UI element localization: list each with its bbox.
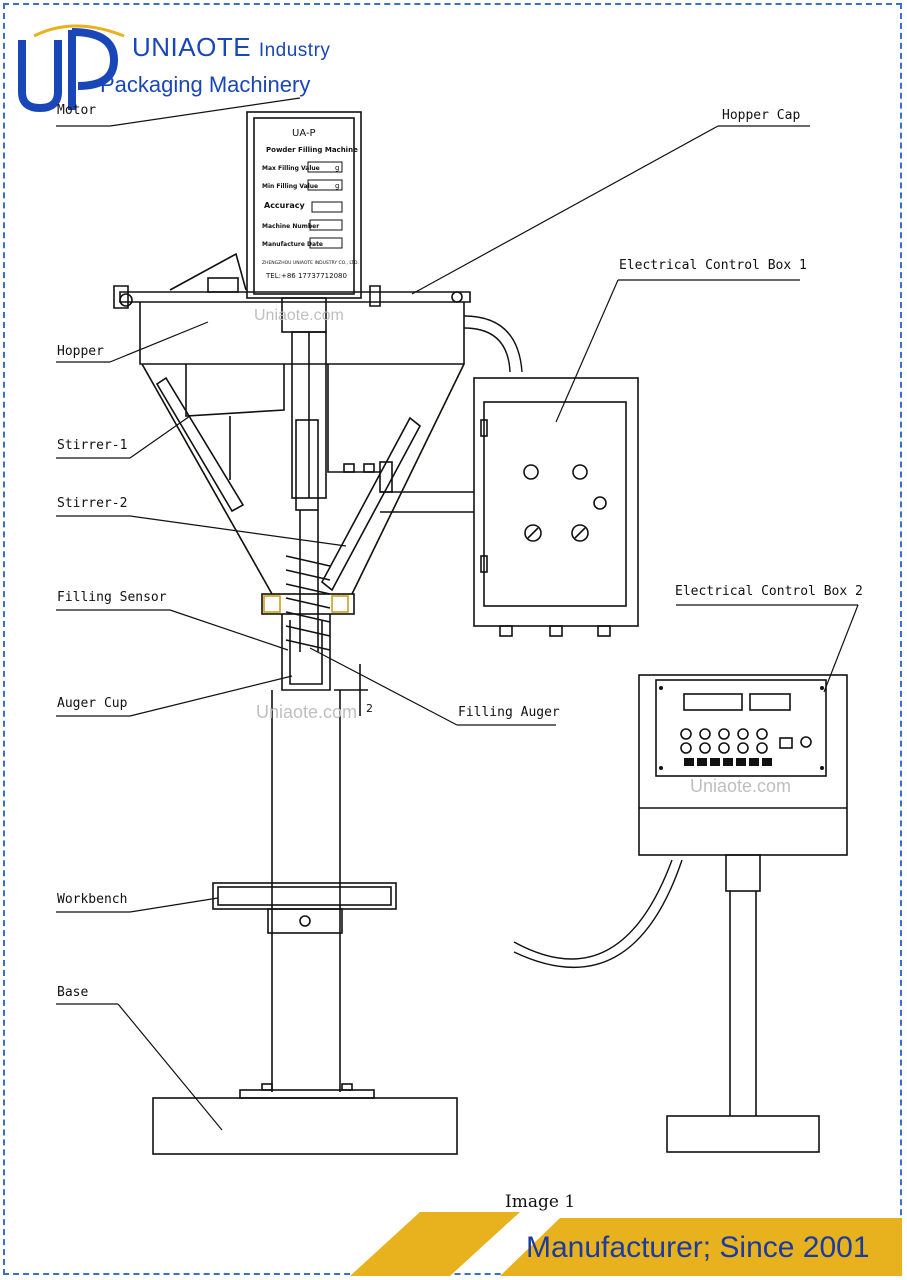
label-motor: Motor — [57, 103, 97, 118]
stirrer-2 — [320, 416, 422, 592]
brand-name: UNIAOTE Industry — [132, 32, 331, 62]
label-electrical-control-box-2: Electrical Control Box 2 — [675, 584, 863, 599]
footer-band — [500, 1218, 902, 1276]
label-hopper: Hopper — [57, 344, 104, 359]
watermark-2: Uniaote.com — [256, 702, 357, 722]
dimension-mark: 2 — [366, 702, 373, 715]
nameplate-row-1: Max Filling Value — [262, 165, 320, 172]
footer-gold-stripe — [350, 1212, 520, 1276]
watermark-1: Uniaote.com — [254, 307, 344, 324]
label-workbench: Workbench — [57, 892, 128, 907]
watermark-3: Uniaote.com — [690, 776, 791, 796]
label-stirrer-2: Stirrer-2 — [57, 496, 128, 511]
filling-auger-spiral — [285, 555, 331, 651]
brand-subtitle: Packaging Machinery — [100, 72, 311, 97]
nameplate-row-4: Machine Number — [262, 223, 319, 230]
nameplate-unit-1: g — [335, 164, 339, 172]
label-stirrer-1: Stirrer-1 — [57, 438, 128, 453]
filling-sensor — [261, 593, 355, 615]
nameplate-row-3: Accuracy — [264, 201, 305, 210]
nameplate-unit-2: g — [335, 182, 339, 190]
nameplate-tel: TEL:+86 17737712080 — [265, 272, 347, 280]
nameplate-row-5: Manufacture Date — [262, 241, 323, 248]
label-auger-cup: Auger Cup — [57, 696, 128, 711]
label-base: Base — [57, 985, 89, 1000]
nameplate-title: Powder Filling Machine — [266, 146, 358, 154]
base — [152, 1097, 458, 1155]
nameplate-company: ZHENGZHOU UNIAOTE INDUSTRY CO., LTD. — [262, 260, 359, 266]
nameplate-model: UA-P — [292, 128, 316, 139]
figure-caption: Image 1 — [505, 1192, 576, 1212]
label-filling-sensor: Filling Sensor — [57, 590, 167, 605]
nameplate-row-2: Min Filling Value — [262, 183, 318, 190]
label-hopper-cap: Hopper Cap — [722, 108, 801, 123]
uniaote-logo — [18, 24, 125, 112]
stirrer-1 — [155, 376, 245, 513]
label-filling-auger: Filling Auger — [458, 705, 560, 720]
label-electrical-control-box-1: Electrical Control Box 1 — [619, 258, 807, 273]
hopper — [139, 302, 465, 365]
electrical-control-box-1 — [473, 377, 639, 627]
footer-tagline: Manufacturer; Since 2001 — [526, 1231, 870, 1264]
auger-cup — [281, 614, 331, 691]
